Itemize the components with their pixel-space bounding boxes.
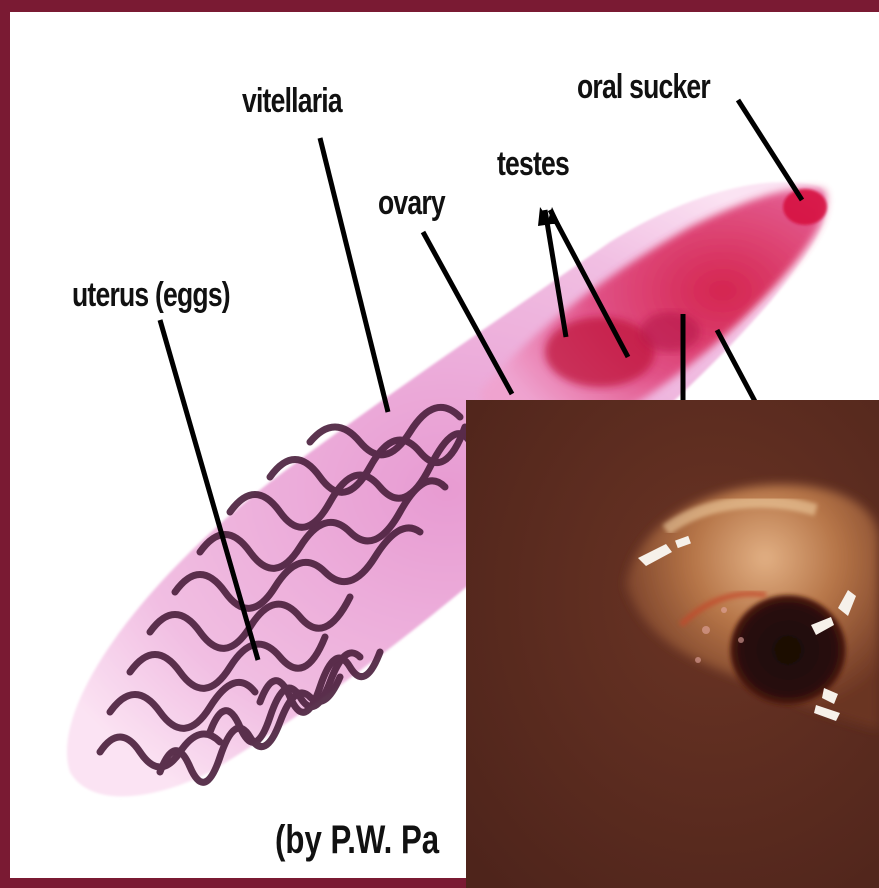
inset-photo [466,400,879,888]
label-testes: testes [497,145,569,184]
label-vitellaria: vitellaria [242,82,342,121]
label-ovary: ovary [378,184,445,223]
sucker-closeup-photo [466,400,879,888]
photo-credit: (by P.W. Pa [275,818,439,863]
label-oral-sucker: oral sucker [577,68,710,107]
label-uterus: uterus (eggs) [72,276,230,315]
